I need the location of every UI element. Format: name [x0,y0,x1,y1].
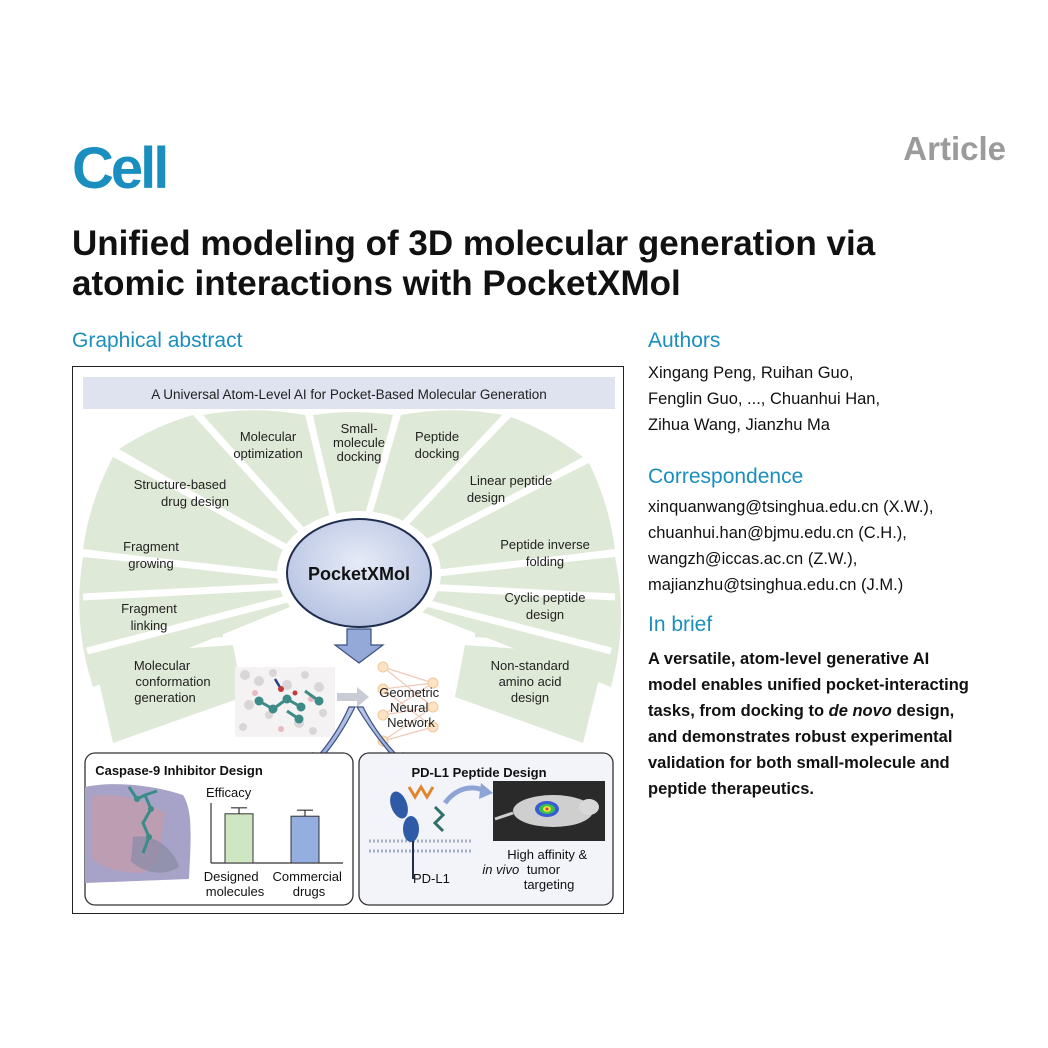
in-brief-line: peptide therapeutics. [648,780,814,798]
graphical-abstract-heading: Graphical abstract [72,329,243,352]
curved-arrow-head [479,783,493,799]
peptide-teal [432,805,446,833]
cell-membrane [369,839,473,853]
in-brief-line: and demonstrates robust experimental [648,728,953,746]
pocket-molecule-illustration [235,667,335,737]
down-arrow [333,628,385,664]
panel-pdl1-title: PD-L1 Peptide Design [411,765,546,780]
authors-heading: Authors [648,329,721,352]
banner-text: A Universal Atom-Level AI for Pocket-Bas… [151,387,546,402]
efficacy-bar [290,815,320,864]
neural-network-illustration: Geometric Neural Network [377,661,443,747]
paper-title: Unified modeling of 3D molecular generat… [72,224,992,304]
efficacy-error-bar [297,809,313,817]
journal-logo: Cell [72,136,169,201]
correspondence-email[interactable]: chuanhui.han@bjmu.edu.cn (C.H.), [648,524,907,542]
graphical-abstract-figure: A Universal Atom-Level AI for Pocket-Bas… [79,377,621,906]
pdl1-receptor [390,791,419,879]
graphical-abstract: A Universal Atom-Level AI for Pocket-Bas… [72,366,624,914]
in-brief-heading: In brief [648,613,713,636]
efficacy-bar [224,813,254,864]
in-brief-line: A versatile, atom-level generative AI [648,650,930,668]
in-brief-line: validation for both small-molecule and [648,754,950,772]
pdl1-label: PD-L1 [413,871,450,886]
banner-background [83,377,615,409]
correspondence-list: xinquanwang@tsinghua.edu.cn (X.W.), chua… [648,494,1028,598]
network-label: Geometric Neural Network [379,685,443,730]
correspondence-email[interactable]: majianzhu@tsinghua.edu.cn (J.M.) [648,576,904,594]
efficacy-error-bar [231,807,247,814]
in-vivo-imaging [493,781,605,841]
peptide-orange [407,784,435,800]
in-brief-text: A versatile, atom-level generative AI mo… [648,646,1028,802]
author-line: Xingang Peng, Ruihan Guo, [648,364,854,382]
center-bubble [286,518,432,628]
in-brief-line: tasks, from docking to de novo design, [648,702,955,720]
panel-pdl1: PD-L1 Peptide Design PD-L1 [358,752,614,906]
article-type-label: Article [903,130,1006,167]
to-network-arrow [337,687,369,707]
center-label: PocketXMol [308,564,410,584]
title-line-2: atomic interactions with PocketXMol [72,264,681,303]
in-brief-line: model enables unified pocket-interacting [648,676,969,694]
bar-label-designed: Designed molecules [204,869,265,899]
panel-caspase9-title: Caspase-9 Inhibitor Design [95,763,263,778]
title-line-1: Unified modeling of 3D molecular generat… [72,224,876,263]
panel-caspase9: Caspase-9 Inhibitor Design Efficacy Desi… [84,752,354,906]
efficacy-bars [224,807,320,864]
correspondence-heading: Correspondence [648,465,804,488]
author-line: Zihua Wang, Jianzhu Ma [648,416,830,434]
author-line: Fenglin Guo, ..., Chuanhui Han, [648,390,881,408]
bar-label-commercial: Commercial drugs [273,869,346,899]
efficacy-axis-label: Efficacy [206,785,252,800]
correspondence-email[interactable]: wangzh@iccas.ac.cn (Z.W.), [648,550,858,568]
correspondence-email[interactable]: xinquanwang@tsinghua.edu.cn (X.W.), [648,498,934,516]
pdl1-caption: High affinity & in vivo tumor targeting [482,847,590,892]
authors-list: Xingang Peng, Ruihan Guo, Fenglin Guo, .… [648,360,1028,438]
